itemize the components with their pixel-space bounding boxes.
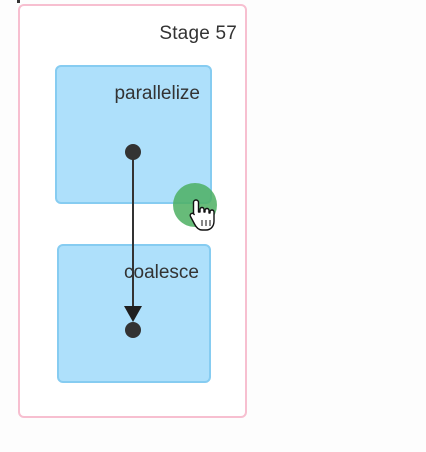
operation-box-coalesce[interactable]: coalesce [57, 244, 211, 383]
corner-mark [17, 0, 20, 3]
stage-title: Stage 57 [159, 23, 237, 44]
operation-box-parallelize[interactable]: parallelize [55, 65, 212, 204]
operation-label-parallelize: parallelize [114, 83, 200, 104]
operation-label-coalesce: coalesce [124, 262, 199, 283]
